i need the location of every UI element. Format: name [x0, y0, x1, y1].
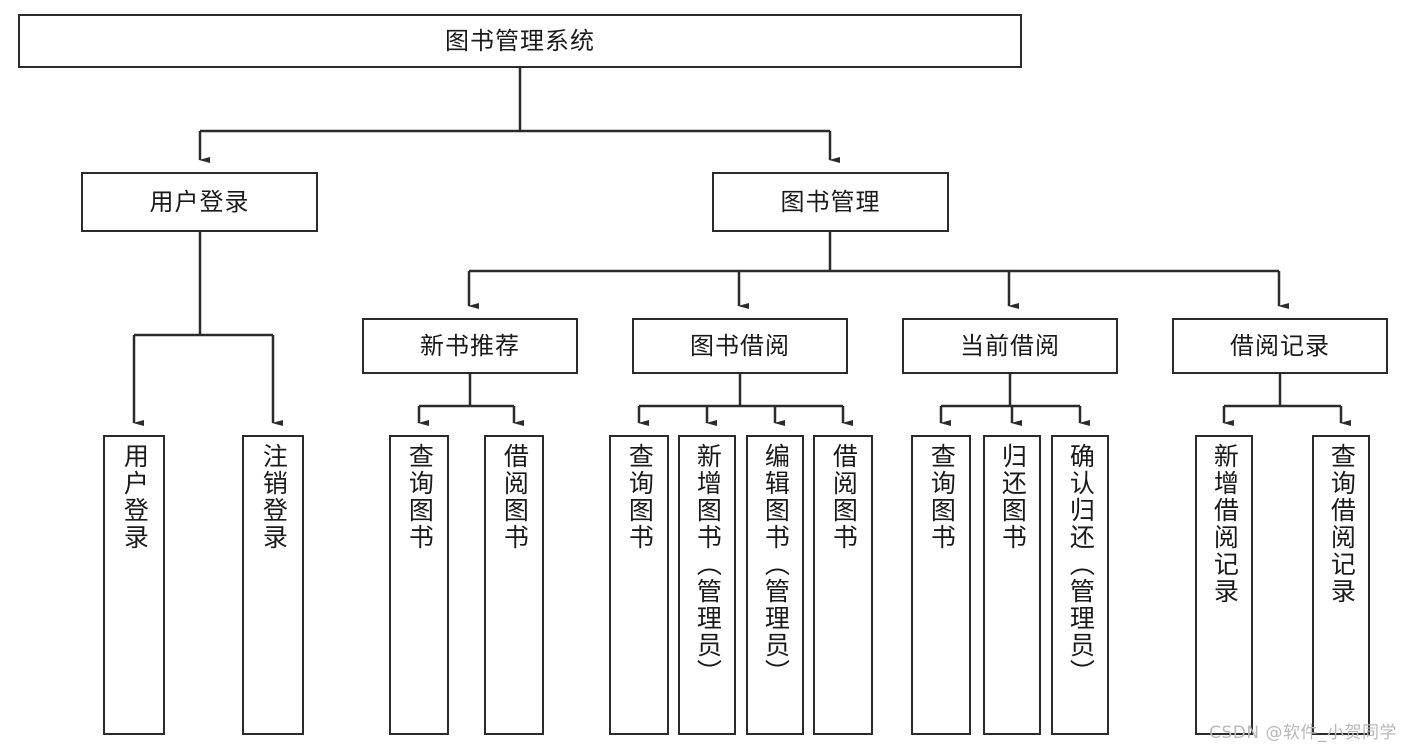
node-new-book-rec[interactable]: 新书推荐: [362, 318, 578, 374]
node-leaf-edit-book-label: 编辑图书（管理员）: [761, 443, 791, 686]
node-leaf-query-record[interactable]: 查询借阅记录: [1312, 435, 1370, 735]
node-leaf-user-login[interactable]: 用户登录: [103, 435, 165, 735]
node-book-manage-label: 图书管理: [780, 187, 881, 216]
node-leaf-user-login-label: 用户登录: [120, 443, 150, 551]
node-leaf-add-book[interactable]: 新增图书（管理员）: [678, 435, 736, 735]
node-current-borrow[interactable]: 当前借阅: [902, 318, 1118, 374]
node-leaf-query-book-2-label: 查询图书: [625, 443, 655, 551]
node-leaf-query-book-1[interactable]: 查询图书: [389, 435, 449, 735]
node-leaf-user-logout-label: 注销登录: [259, 443, 289, 551]
node-leaf-borrow-book-2[interactable]: 借阅图书: [813, 435, 873, 735]
node-new-book-rec-label: 新书推荐: [420, 331, 520, 360]
node-leaf-add-book-label: 新增图书（管理员）: [693, 443, 723, 686]
node-book-manage[interactable]: 图书管理: [712, 172, 949, 232]
node-current-borrow-label: 当前借阅: [960, 331, 1060, 360]
node-leaf-query-book-3[interactable]: 查询图书: [911, 435, 971, 735]
node-leaf-borrow-book-2-label: 借阅图书: [829, 443, 859, 551]
node-user-login[interactable]: 用户登录: [81, 172, 318, 232]
node-root-label: 图书管理系统: [445, 26, 595, 55]
node-leaf-borrow-book-1[interactable]: 借阅图书: [484, 435, 544, 735]
node-leaf-confirm-return-label: 确认归还（管理员）: [1066, 443, 1096, 686]
node-leaf-query-record-label: 查询借阅记录: [1327, 443, 1357, 605]
node-borrow-record[interactable]: 借阅记录: [1172, 318, 1388, 374]
node-root[interactable]: 图书管理系统: [18, 14, 1022, 68]
node-leaf-user-logout[interactable]: 注销登录: [242, 435, 304, 735]
node-leaf-query-book-2[interactable]: 查询图书: [609, 435, 669, 735]
node-leaf-return-book[interactable]: 归还图书: [983, 435, 1041, 735]
node-leaf-add-record[interactable]: 新增借阅记录: [1195, 435, 1253, 735]
node-leaf-confirm-return[interactable]: 确认归还（管理员）: [1051, 435, 1109, 735]
node-leaf-add-record-label: 新增借阅记录: [1210, 443, 1240, 605]
node-leaf-return-book-label: 归还图书: [998, 443, 1028, 551]
node-leaf-query-book-3-label: 查询图书: [927, 443, 957, 551]
node-book-borrow[interactable]: 图书借阅: [632, 318, 848, 374]
node-user-login-label: 用户登录: [149, 187, 250, 216]
node-leaf-edit-book[interactable]: 编辑图书（管理员）: [746, 435, 804, 735]
node-borrow-record-label: 借阅记录: [1230, 331, 1330, 360]
node-book-borrow-label: 图书借阅: [690, 331, 790, 360]
node-leaf-borrow-book-1-label: 借阅图书: [500, 443, 530, 551]
node-leaf-query-book-1-label: 查询图书: [405, 443, 435, 551]
csdn-watermark: CSDN @软件_小贺同学: [1209, 723, 1397, 743]
